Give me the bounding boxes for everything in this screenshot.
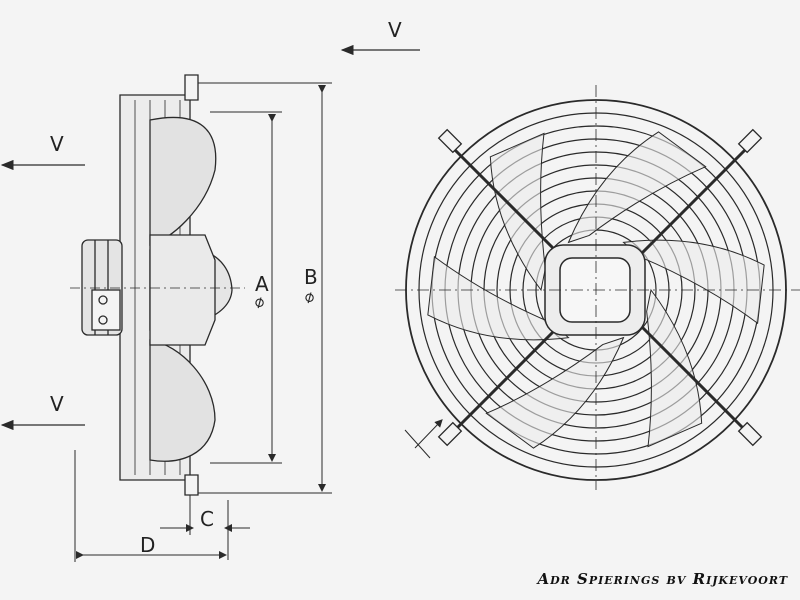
hub: [149, 234, 216, 346]
dimension-a-label: A: [255, 272, 269, 296]
side-view: [70, 74, 245, 496]
dimension-d: [74, 450, 227, 562]
terminal-box: [91, 289, 121, 331]
blade-lower: [149, 339, 216, 462]
mount-feet: [437, 128, 763, 447]
credit-text: Adr Spierings bv Rijkevoort: [537, 570, 788, 588]
dimension-d-label: D: [140, 533, 156, 557]
airflow-label-left-upper: V: [50, 132, 64, 156]
fan-blade: [567, 131, 707, 244]
front-blades: [427, 131, 765, 449]
mount-tab-top: [184, 74, 199, 101]
dimension-a: [210, 111, 282, 464]
mount-tab-bottom: [184, 474, 199, 496]
airflow-label-top: V: [388, 18, 402, 42]
airflow-label-left-lower: V: [50, 392, 64, 416]
cross-supports: [453, 148, 747, 432]
fan-blade: [427, 255, 570, 341]
fan-blade: [646, 288, 703, 448]
fan-blade: [485, 336, 625, 449]
dimension-c-label: C: [200, 507, 214, 531]
dimension-c: [160, 495, 250, 560]
airflow-arrows: [0, 44, 420, 431]
front-view: [395, 85, 800, 490]
fan-blade: [622, 239, 765, 325]
dimension-b: [198, 82, 332, 494]
dimension-b-label: B: [304, 265, 318, 289]
